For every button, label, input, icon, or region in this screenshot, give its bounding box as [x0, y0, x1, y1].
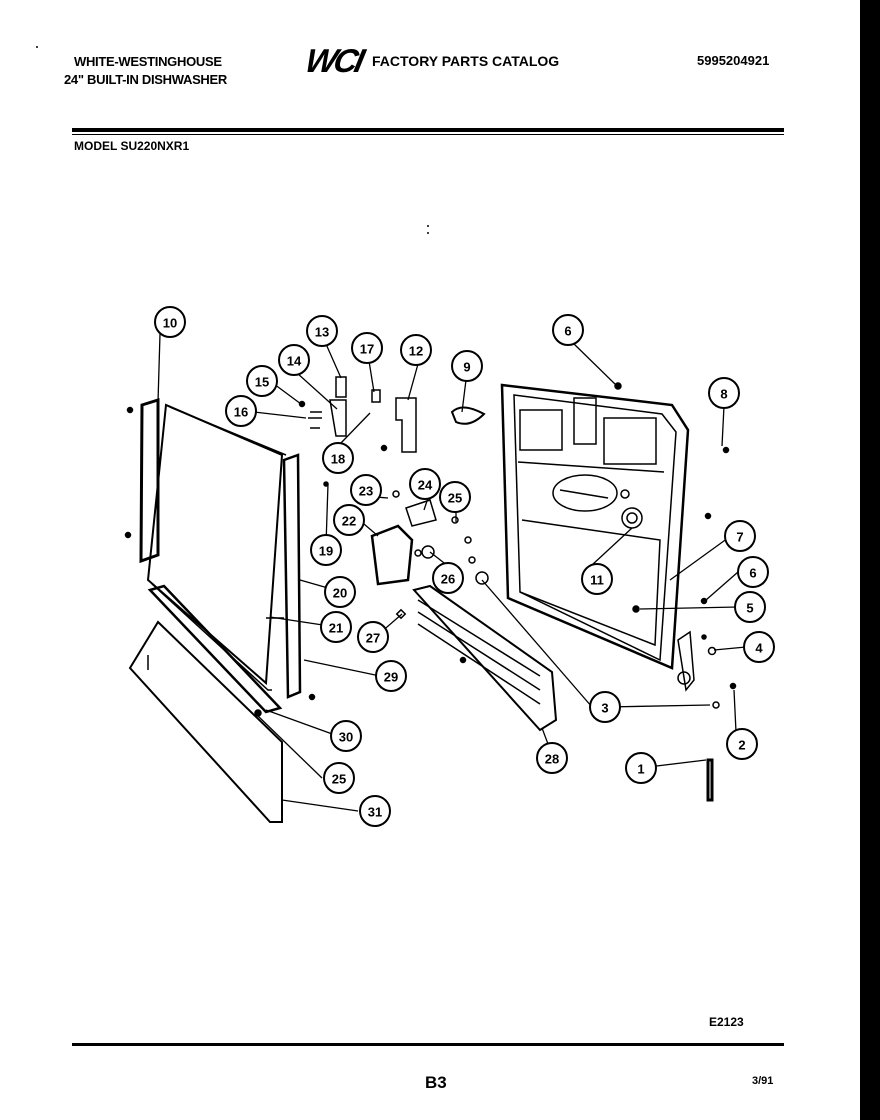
callout-balloon	[310, 534, 342, 566]
part-dispenser	[370, 524, 414, 586]
part-kick-panel	[128, 620, 283, 823]
callout-number: 10	[163, 316, 177, 331]
callout-number: 28	[545, 752, 559, 767]
footer-rule	[72, 1043, 784, 1046]
callout-balloon	[451, 350, 483, 382]
callout-number: 29	[384, 670, 398, 685]
callout-balloon	[743, 631, 775, 663]
callout-number: 3	[601, 701, 608, 716]
callout-balloon	[351, 332, 383, 364]
part-inner-liner	[500, 383, 690, 670]
brand-line-1: WHITE-WESTINGHOUSE	[74, 54, 222, 69]
diagram-code: E2123	[709, 1015, 744, 1029]
callout-balloon	[552, 314, 584, 346]
callout-number: 4	[755, 641, 763, 656]
part-door-panel	[146, 403, 284, 686]
part-gasket-9	[450, 406, 486, 425]
callout-balloon	[246, 365, 278, 397]
callout-number: 5	[746, 601, 753, 616]
callout-balloon	[625, 752, 657, 784]
part-hinge-arm	[677, 630, 695, 692]
callout-balloon	[306, 315, 338, 347]
print-date: 3/91	[752, 1075, 774, 1087]
callout-balloon	[400, 334, 432, 366]
callout-balloon	[589, 691, 621, 723]
callout-number: 25	[332, 772, 346, 787]
part-bracket-13	[335, 376, 347, 398]
callout-number: 6	[564, 324, 571, 339]
brand-line-2: 24" BUILT-IN DISHWASHER	[64, 72, 227, 87]
callout-number: 22	[342, 514, 356, 529]
callout-number: 16	[234, 405, 248, 420]
callout-number: 18	[331, 452, 345, 467]
header-rule	[72, 128, 784, 132]
callout-balloon	[154, 306, 186, 338]
callout-balloon	[278, 344, 310, 376]
callout-balloon	[708, 377, 740, 409]
callout-balloon	[359, 795, 391, 827]
callout-number: 17	[360, 342, 374, 357]
callout-number: 9	[463, 360, 470, 375]
callout-balloon	[724, 520, 756, 552]
callout-balloon	[432, 562, 464, 594]
diagram-parts	[124, 376, 737, 823]
callout-balloon	[536, 742, 568, 774]
callout-balloon	[324, 576, 356, 608]
callout-number: 11	[590, 573, 604, 588]
callout-number: 21	[329, 621, 343, 636]
callout-number: 7	[736, 530, 743, 545]
callout-number: 25	[448, 491, 462, 506]
registration-mark	[427, 225, 429, 227]
registration-mark	[427, 232, 429, 234]
callout-balloon	[375, 660, 407, 692]
catalog-page: WHITE-WESTINGHOUSE 24" BUILT-IN DISHWASH…	[36, 42, 784, 1092]
callout-number: 15	[255, 375, 269, 390]
callout-balloon	[333, 504, 365, 536]
exploded-parts-diagram: 1234566789101112131415161718192021222324…	[36, 46, 775, 827]
callout-balloon	[323, 762, 355, 794]
callout-number: 30	[339, 730, 353, 745]
header-rule-thin	[72, 134, 784, 135]
callout-balloon	[330, 720, 362, 752]
catalog-number: 5995204921	[697, 53, 770, 68]
callout-number: 27	[366, 631, 380, 646]
callout-balloon	[581, 563, 613, 595]
callout-number: 13	[315, 325, 329, 340]
callout-balloon	[737, 556, 769, 588]
callout-number: 12	[409, 344, 423, 359]
scan-edge	[860, 0, 880, 1120]
callout-number: 2	[738, 738, 745, 753]
callout-number: 1	[637, 762, 644, 777]
catalog-title: FACTORY PARTS CATALOG	[372, 53, 560, 69]
part-vent-trim	[412, 584, 558, 732]
callout-number: 20	[333, 586, 347, 601]
callout-number: 19	[319, 544, 333, 559]
callout-number: 26	[441, 572, 455, 587]
registration-mark	[36, 46, 38, 48]
callout-balloon	[225, 395, 257, 427]
callout-balloon	[734, 591, 766, 623]
part-side-trim	[139, 397, 160, 564]
part-hinge-12	[395, 397, 417, 453]
callout-number: 24	[418, 478, 433, 493]
callout-balloon	[439, 481, 471, 513]
part-door-side	[282, 453, 302, 699]
part-bottom-strip	[147, 584, 283, 714]
callout-number: 23	[359, 484, 373, 499]
callout-balloon	[320, 611, 352, 643]
callout-balloon	[322, 442, 354, 474]
callout-balloon	[726, 728, 758, 760]
page-number: B3	[425, 1073, 447, 1092]
callout-number: 14	[287, 354, 302, 369]
callout-number: 31	[368, 805, 382, 820]
model-number: MODEL SU220NXR1	[74, 139, 190, 153]
callout-number: 8	[720, 387, 727, 402]
callout-number: 6	[749, 566, 756, 581]
callout-balloon	[357, 621, 389, 653]
part-spring	[706, 758, 714, 802]
callout-balloon	[350, 474, 382, 506]
callout-balloon	[409, 468, 441, 500]
